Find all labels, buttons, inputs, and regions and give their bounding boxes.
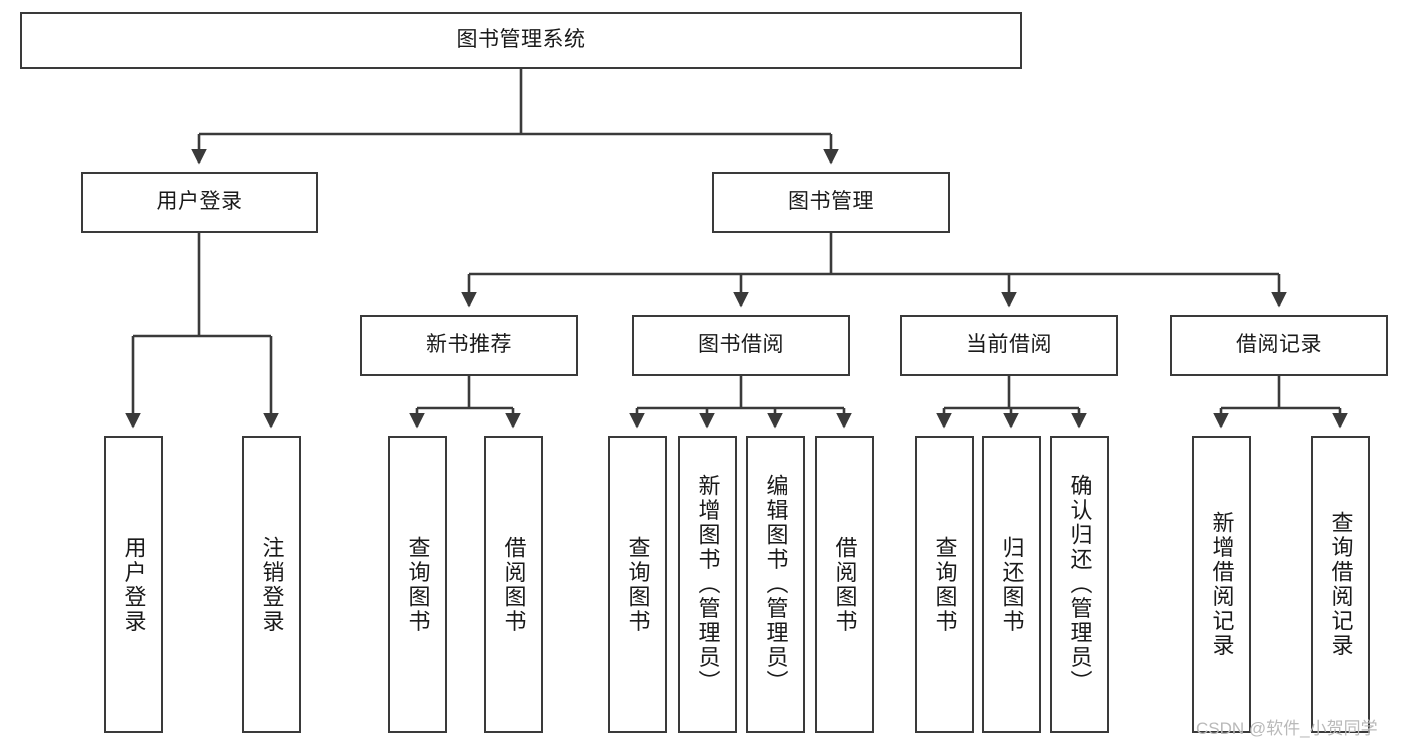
node-label: 归还图书 — [999, 535, 1025, 634]
node-root-book-management-system[interactable]: 图书管理系统 — [20, 12, 1022, 69]
node-label: 图书管理系统 — [456, 28, 586, 52]
node-leaf-add-book-admin[interactable]: 新增图书（管理员） — [678, 436, 737, 733]
node-leaf-query-borrow-record[interactable]: 查询借阅记录 — [1311, 436, 1370, 733]
node-label: 借阅图书 — [832, 535, 858, 634]
node-label: 图书借阅 — [698, 333, 784, 357]
node-label: 查询借阅记录 — [1328, 511, 1354, 658]
node-current-borrow[interactable]: 当前借阅 — [900, 315, 1118, 376]
node-book-borrow[interactable]: 图书借阅 — [632, 315, 850, 376]
node-leaf-confirm-return-admin[interactable]: 确认归还（管理员） — [1050, 436, 1109, 733]
node-label: 用户登录 — [121, 535, 147, 634]
node-label: 查询图书 — [932, 535, 958, 634]
node-label: 新书推荐 — [426, 333, 512, 357]
node-label: 当前借阅 — [966, 333, 1052, 357]
node-label: 借阅记录 — [1236, 333, 1322, 357]
node-label: 用户登录 — [156, 190, 243, 214]
node-user-login[interactable]: 用户登录 — [81, 172, 318, 233]
node-leaf-logout-login[interactable]: 注销登录 — [242, 436, 301, 733]
node-leaf-query-book-current[interactable]: 查询图书 — [915, 436, 974, 733]
node-leaf-query-book-recommend[interactable]: 查询图书 — [388, 436, 447, 733]
node-label: 编辑图书（管理员） — [763, 474, 789, 695]
node-borrow-record[interactable]: 借阅记录 — [1170, 315, 1388, 376]
node-leaf-borrow-book-borrow[interactable]: 借阅图书 — [815, 436, 874, 733]
node-book-management[interactable]: 图书管理 — [712, 172, 950, 233]
node-label: 查询图书 — [625, 535, 651, 634]
node-leaf-user-login[interactable]: 用户登录 — [104, 436, 163, 733]
node-label: 新增借阅记录 — [1209, 511, 1235, 658]
node-label: 图书管理 — [788, 190, 874, 214]
node-leaf-return-book[interactable]: 归还图书 — [982, 436, 1041, 733]
node-leaf-query-book-borrow[interactable]: 查询图书 — [608, 436, 667, 733]
node-label: 新增图书（管理员） — [695, 474, 721, 695]
watermark-text: CSDN @软件_小贺同学 — [1196, 719, 1378, 738]
node-leaf-add-borrow-record[interactable]: 新增借阅记录 — [1192, 436, 1251, 733]
node-label: 借阅图书 — [501, 535, 527, 634]
node-leaf-edit-book-admin[interactable]: 编辑图书（管理员） — [746, 436, 805, 733]
node-label: 确认归还（管理员） — [1067, 474, 1093, 695]
node-label: 注销登录 — [259, 535, 285, 634]
node-new-book-recommend[interactable]: 新书推荐 — [360, 315, 578, 376]
node-leaf-borrow-book-recommend[interactable]: 借阅图书 — [484, 436, 543, 733]
node-label: 查询图书 — [405, 535, 431, 634]
